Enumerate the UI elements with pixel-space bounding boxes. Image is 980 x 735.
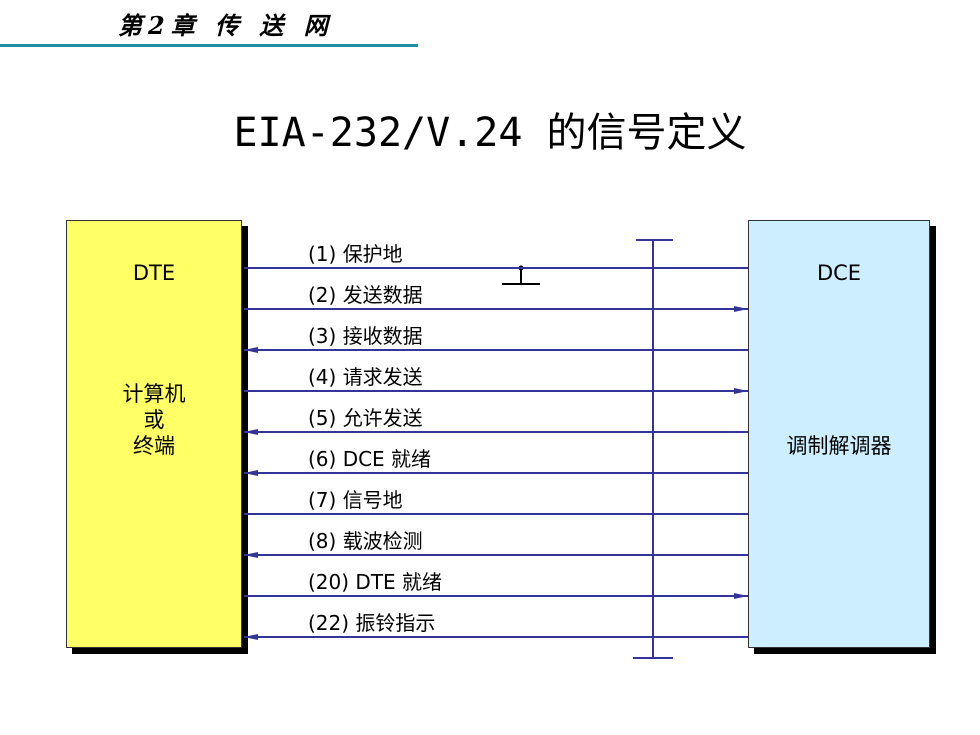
dte-desc-line: 或: [143, 408, 165, 432]
dte-desc-line: 计算机: [122, 382, 186, 406]
signal-label: (7) 信号地: [308, 488, 403, 512]
signal-label: (5) 允许发送: [308, 406, 423, 430]
signal-label: (3) 接收数据: [308, 324, 423, 348]
dte-name: DTE: [132, 261, 176, 285]
dce-name: DCE: [816, 261, 862, 285]
dce-box: DCE 调制解调器: [748, 220, 930, 648]
signal-label: (2) 发送数据: [308, 283, 423, 307]
dte-box: DTE 计算机 或 终端: [66, 220, 242, 648]
signal-label: (8) 载波检测: [308, 529, 423, 553]
dte-description: 计算机 或 终端: [67, 381, 241, 459]
chapter-header: 第2章 传 送 网: [118, 11, 334, 40]
slide-title: EIA-232/V.24 的信号定义: [233, 110, 747, 156]
signal-label: (20) DTE 就绪: [308, 570, 443, 594]
dte-desc-line: 终端: [133, 434, 175, 458]
header-rule: [0, 44, 418, 47]
dce-description: 调制解调器: [786, 434, 892, 458]
signal-label: (1) 保护地: [308, 242, 403, 266]
signal-label: (22) 振铃指示: [308, 611, 436, 635]
signal-label: (4) 请求发送: [308, 365, 423, 389]
signal-label: (6) DCE 就绪: [308, 447, 432, 471]
